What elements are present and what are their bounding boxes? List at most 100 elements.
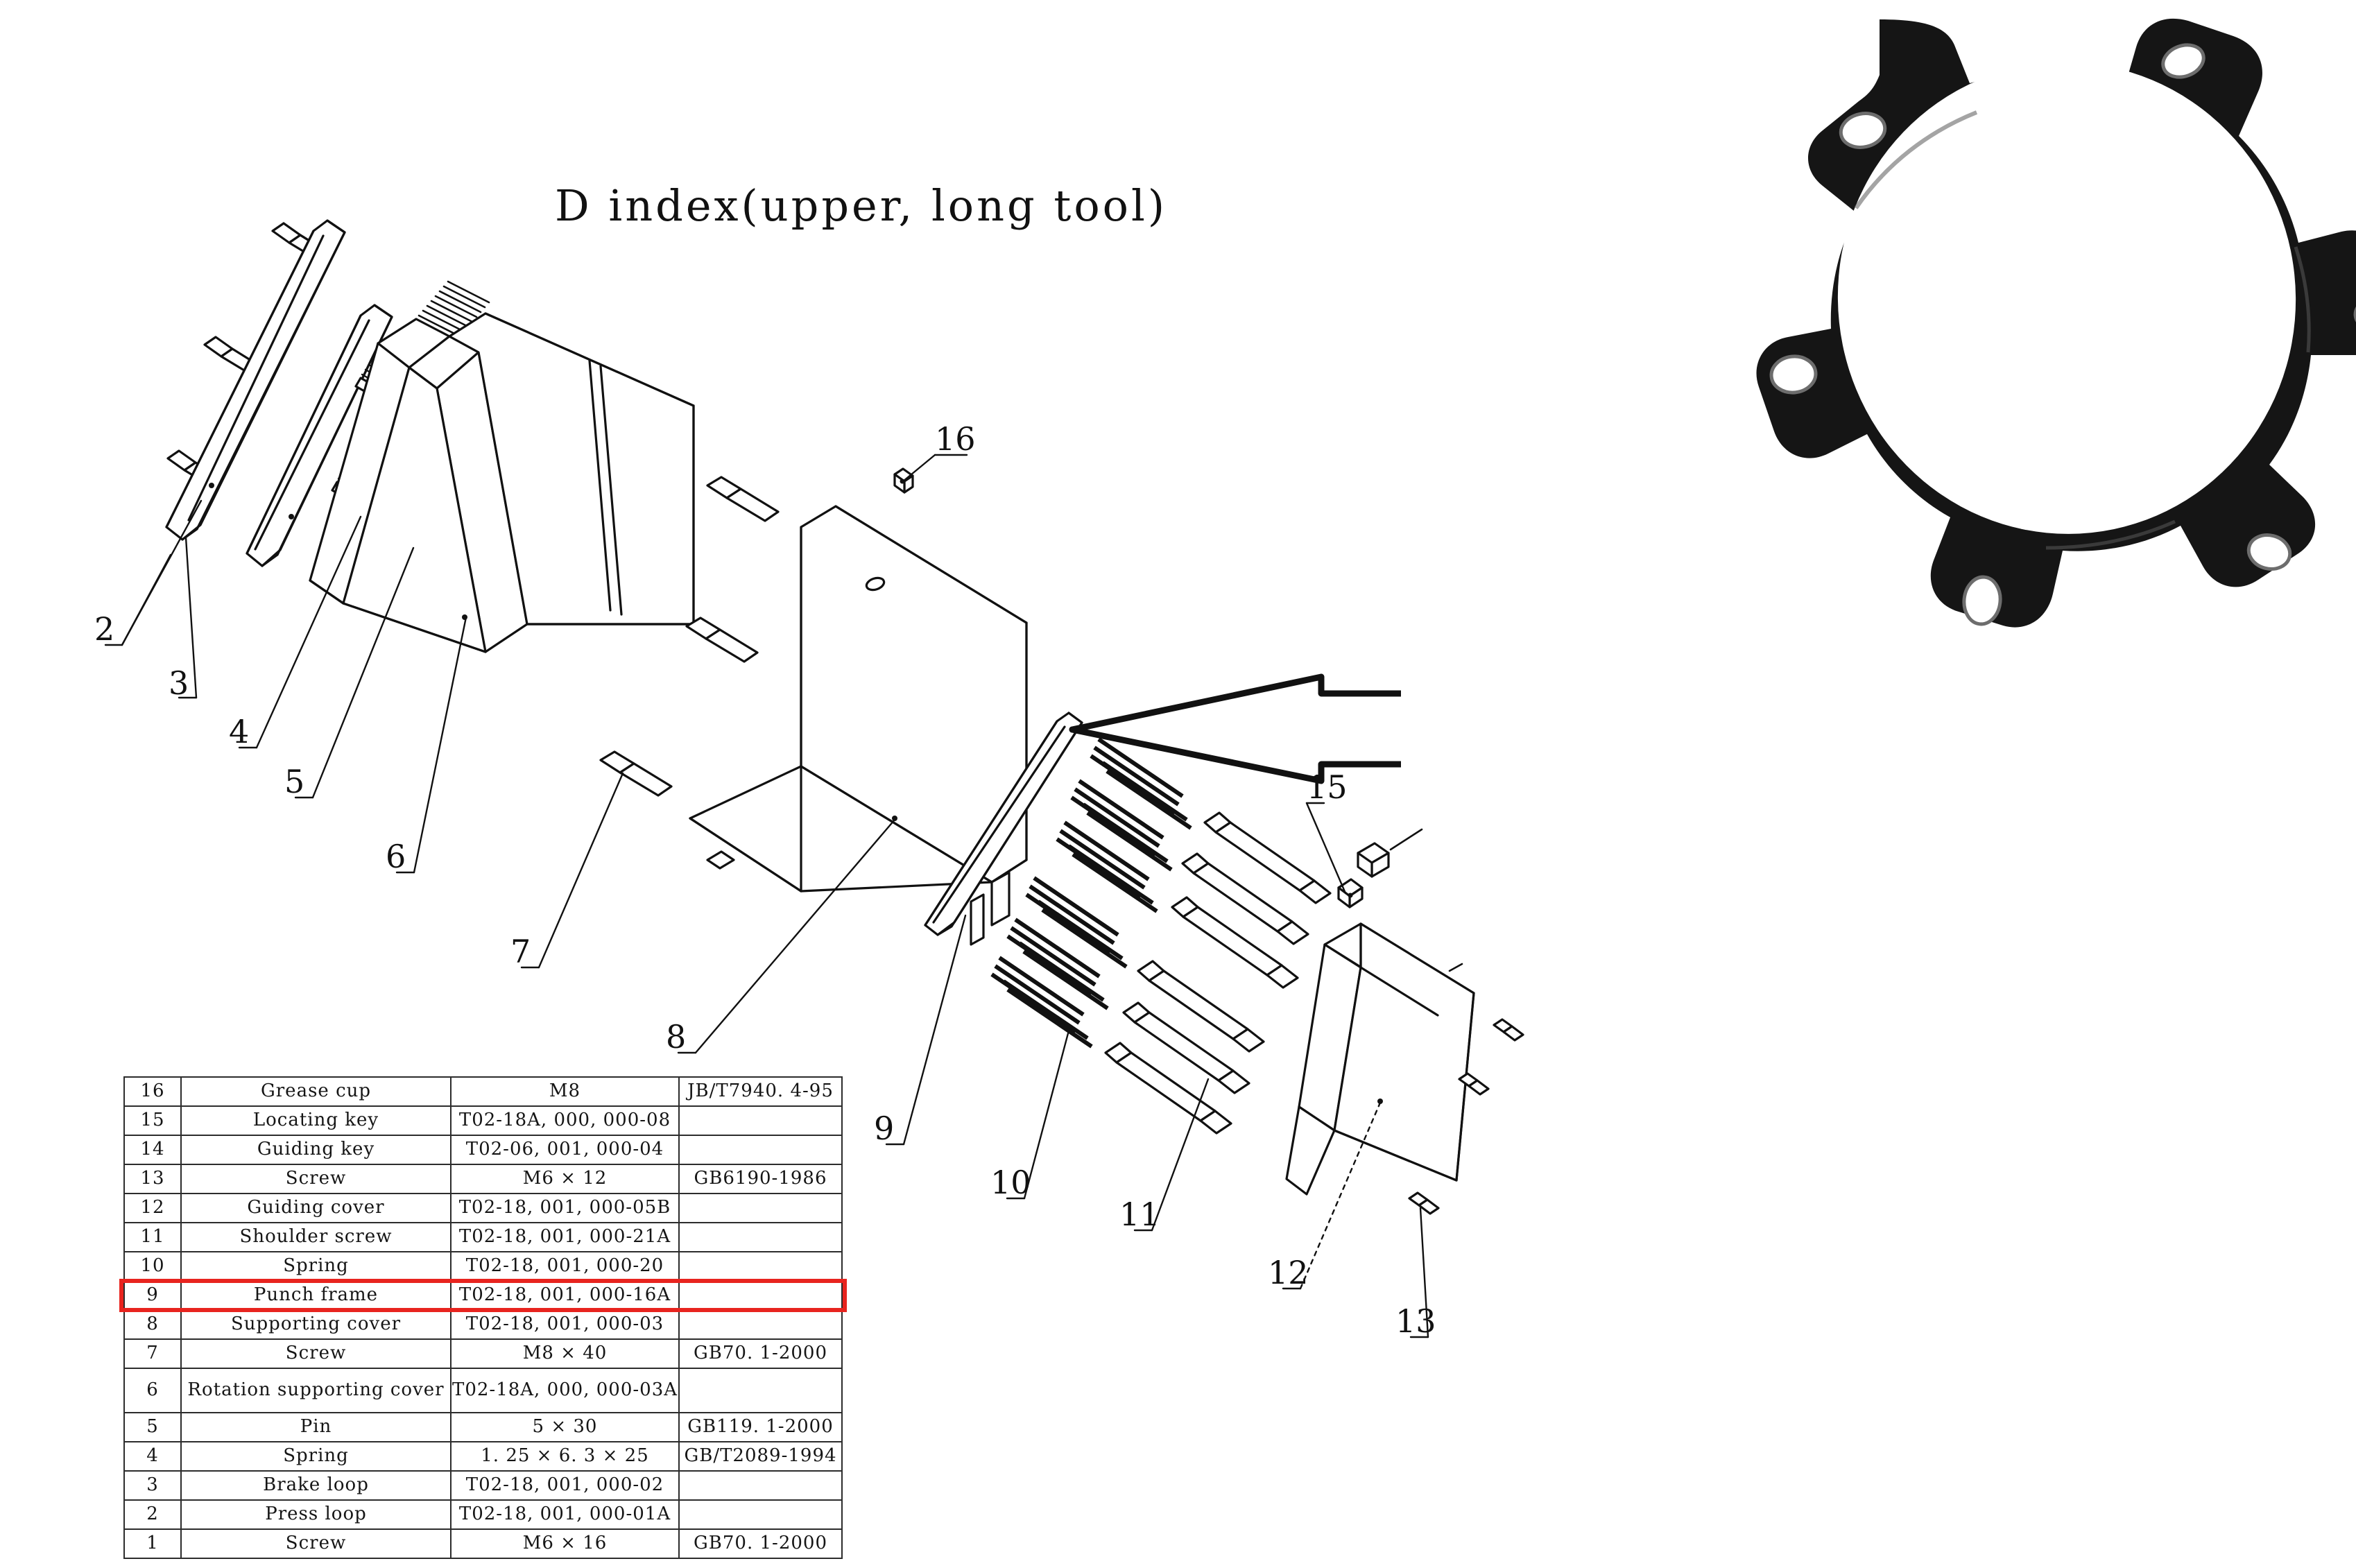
part-name-cell: Punch frame	[180, 1280, 452, 1311]
part-code-cell: M8	[450, 1076, 680, 1107]
part-code-cell: M6 × 12	[450, 1164, 680, 1194]
part-photograph	[1401, 0, 2356, 818]
part-2-press-loop	[165, 219, 346, 541]
callout-label: 7	[510, 933, 531, 970]
part-index-cell: 1	[123, 1528, 182, 1559]
part-8-supporting-cover	[689, 505, 1028, 946]
part-code-cell: 5 × 30	[450, 1412, 680, 1442]
part-code-cell: T02-18A, 000, 000-08	[450, 1105, 680, 1136]
part-6-body-taper	[448, 312, 695, 626]
part-code-cell: T02-18, 001, 000-21A	[450, 1222, 680, 1252]
part-standard-cell	[678, 1368, 843, 1413]
screw-item-13-c	[1408, 1191, 1440, 1215]
part-name-cell: Supporting cover	[180, 1309, 452, 1340]
part-name-cell: Guiding key	[180, 1135, 452, 1165]
part-code-cell: M6 × 16	[450, 1528, 680, 1559]
part-standard-cell	[678, 1470, 843, 1501]
part-name-cell: Screw	[180, 1338, 452, 1369]
part-name-cell: Spring	[180, 1441, 452, 1472]
lug-holes	[1769, 43, 2356, 626]
part-index-cell: 15	[123, 1105, 182, 1136]
part-code-cell: 1. 25 × 6. 3 × 25	[450, 1441, 680, 1472]
part-code-cell: T02-18, 001, 000-20	[450, 1251, 680, 1282]
part-standard-cell: GB6190-1986	[678, 1164, 843, 1194]
exploded-assembly-drawing	[104, 219, 1567, 1338]
screw-item-13-b	[1458, 1072, 1490, 1096]
part-name-cell: Shoulder screw	[180, 1222, 452, 1252]
part-standard-cell	[678, 1222, 843, 1252]
part-index-cell: 5	[123, 1412, 182, 1442]
part-name-cell: Pin	[180, 1412, 452, 1442]
black-ring-flange-part	[1756, 18, 2356, 628]
screw-item-7-c	[599, 750, 673, 797]
part-6-rotation-supporting-cover	[309, 318, 528, 653]
page-title: D index(upper, long tool)	[555, 180, 1168, 231]
callout-arrow	[1072, 677, 1567, 738]
part-3-brake-loop	[246, 304, 393, 567]
part-code-cell: T02-18, 001, 000-01A	[450, 1499, 680, 1530]
part-code-cell: T02-18, 001, 000-05B	[450, 1193, 680, 1223]
part-code-cell: T02-06, 001, 000-04	[450, 1135, 680, 1165]
callout-label: 13	[1395, 1302, 1436, 1340]
part-index-cell: 16	[123, 1076, 182, 1107]
part-index-cell: 6	[123, 1368, 182, 1413]
part-12-guiding-cover	[1285, 922, 1475, 1196]
part-standard-cell	[678, 1309, 843, 1340]
callout-label: 8	[666, 1018, 687, 1056]
part-standard-cell: GB70. 1-2000	[678, 1338, 843, 1369]
part-standard-cell: GB/T2089-1994	[678, 1441, 843, 1472]
part-standard-cell: GB70. 1-2000	[678, 1528, 843, 1559]
part-index-cell: 12	[123, 1193, 182, 1223]
part-code-cell: M8 × 40	[450, 1338, 680, 1369]
part-name-cell: Locating key	[180, 1105, 452, 1136]
part-9-punch-frame	[924, 712, 1083, 936]
part-name-cell: Screw	[180, 1528, 452, 1559]
part-index-cell: 14	[123, 1135, 182, 1165]
screw-item-7-b	[685, 617, 759, 663]
part-name-cell: Guiding cover	[180, 1193, 452, 1223]
callout-label: 10	[990, 1164, 1031, 1201]
part-standard-cell: JB/T7940. 4-95	[678, 1076, 843, 1107]
callout-label: 2	[94, 610, 115, 648]
part-standard-cell	[678, 1105, 843, 1136]
part-standard-cell	[678, 1135, 843, 1165]
part-code-cell: T02-18, 001, 000-03	[450, 1309, 680, 1340]
part-standard-cell	[678, 1499, 843, 1530]
part-index-cell: 7	[123, 1338, 182, 1369]
screw-item-13-a	[1493, 1018, 1524, 1042]
part-index-cell: 3	[123, 1470, 182, 1501]
part-standard-cell	[678, 1280, 843, 1311]
part-name-cell: Press loop	[180, 1499, 452, 1530]
part-index-cell: 9	[123, 1280, 182, 1311]
part-name-cell: Grease cup	[180, 1076, 452, 1107]
part-index-cell: 11	[123, 1222, 182, 1252]
part-index-cell: 8	[123, 1309, 182, 1340]
part-name-cell: Spring	[180, 1251, 452, 1282]
part-15-locating-key-detail	[1357, 828, 1423, 878]
part-code-cell: T02-18, 001, 000-02	[450, 1470, 680, 1501]
part-index-cell: 4	[123, 1441, 182, 1472]
part-index-cell: 10	[123, 1251, 182, 1282]
part-standard-cell	[678, 1193, 843, 1223]
part-name-cell: Rotation supporting cover	[180, 1368, 452, 1413]
surface-highlights	[1854, 110, 2311, 550]
callout-label: 15	[1307, 768, 1348, 806]
callout-label: 11	[1119, 1196, 1160, 1233]
screw-item-7-a	[706, 476, 780, 522]
